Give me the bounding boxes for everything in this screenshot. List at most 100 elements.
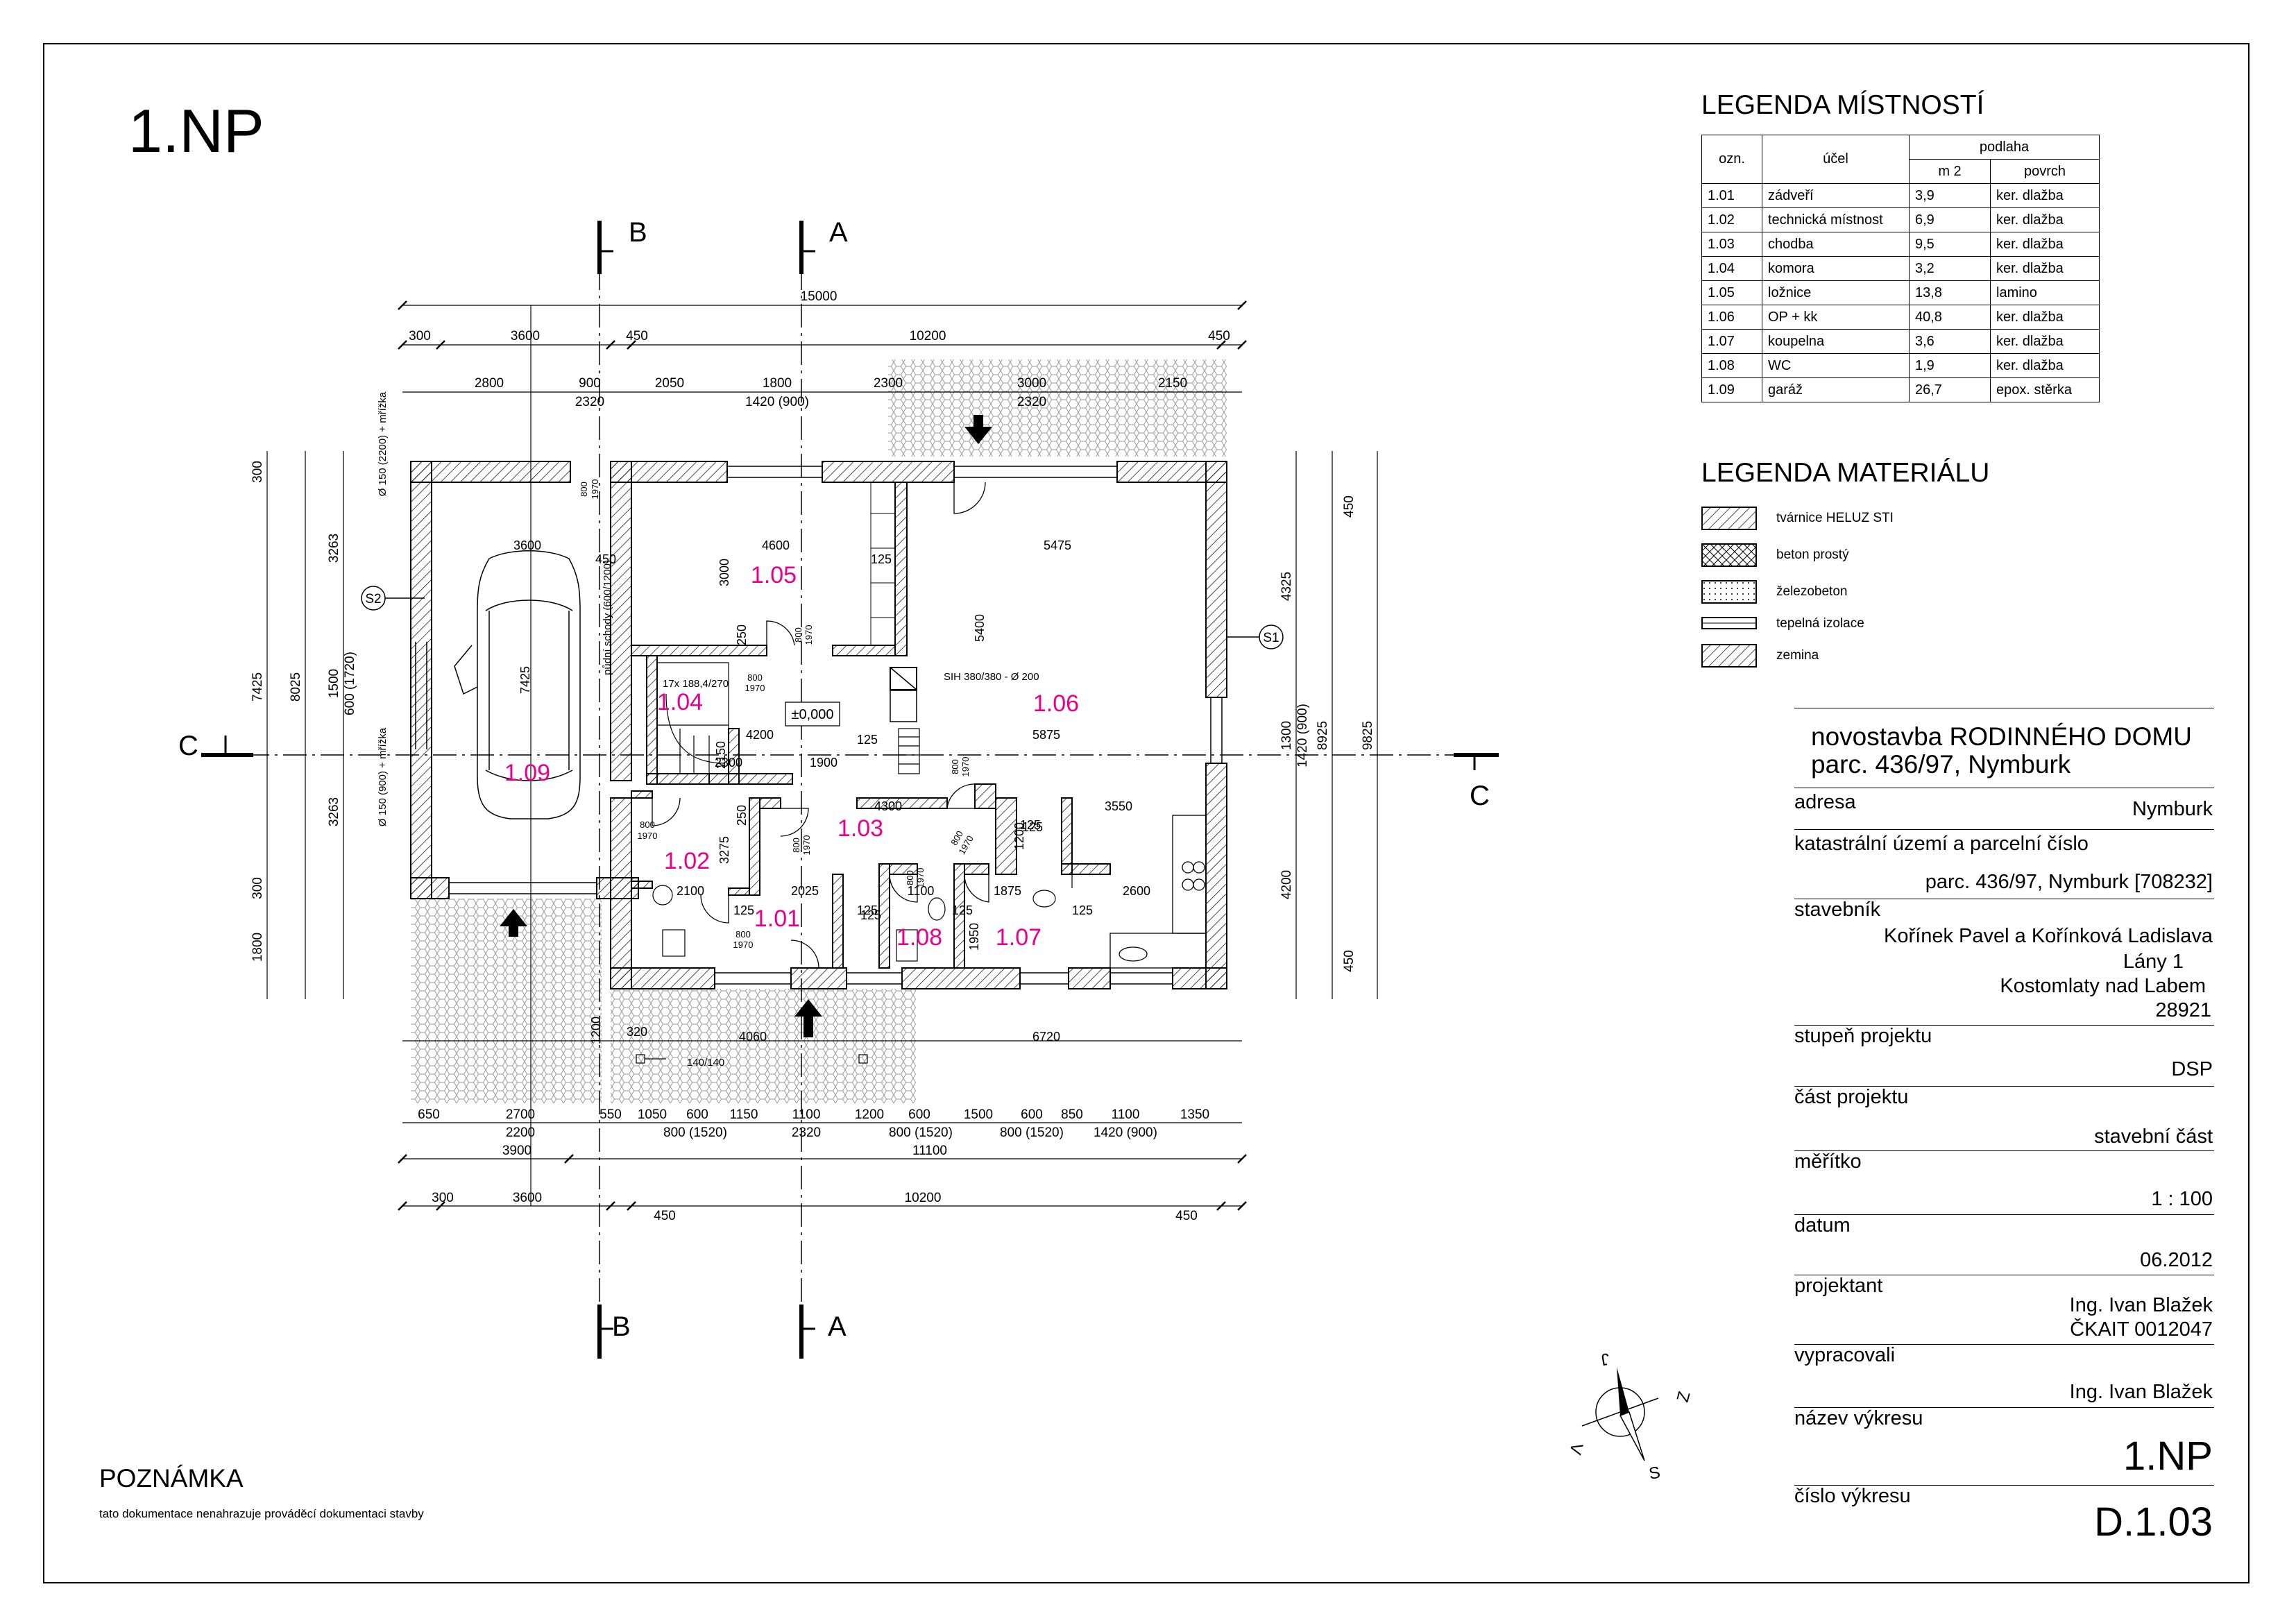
svg-text:SIH 380/380 - Ø 200: SIH 380/380 - Ø 200: [944, 671, 1039, 683]
svg-text:2700: 2700: [506, 1107, 535, 1122]
room-code: 1.05: [751, 562, 797, 588]
svg-text:125: 125: [1022, 820, 1043, 834]
svg-text:125: 125: [952, 903, 973, 917]
svg-text:2300: 2300: [874, 376, 903, 391]
svg-text:5400: 5400: [973, 614, 987, 642]
svg-text:800: 800: [579, 482, 589, 497]
svg-text:450: 450: [654, 1209, 676, 1223]
svg-text:320: 320: [627, 1025, 647, 1039]
svg-text:800 (1520): 800 (1520): [889, 1125, 953, 1140]
svg-text:8025: 8025: [289, 672, 303, 702]
section-label: C: [1470, 781, 1490, 811]
svg-text:3263: 3263: [327, 534, 341, 563]
section-marker-c-left: C: [178, 731, 253, 761]
svg-text:3550: 3550: [1105, 799, 1132, 813]
svg-text:10200: 10200: [910, 329, 946, 343]
svg-text:±0,000: ±0,000: [791, 707, 833, 722]
svg-text:125: 125: [1072, 903, 1093, 917]
address-value: Nymburk: [2132, 798, 2213, 820]
svg-text:1100: 1100: [1112, 1107, 1140, 1122]
section-marker-a-top: A: [799, 217, 848, 274]
section-marker-b-top: B: [597, 217, 647, 274]
svg-text:1875: 1875: [994, 884, 1021, 898]
room-code: 1.08: [896, 924, 942, 951]
room-code: 1.03: [837, 815, 883, 842]
walls: [410, 461, 1227, 989]
cadastre-value: parc. 436/97, Nymburk [708232]: [1925, 871, 2213, 893]
paving-terrace: [888, 359, 1227, 457]
section-label: B: [629, 217, 647, 248]
section-marker-b-bottom: B: [597, 1305, 631, 1359]
prepared-label: vypracovali: [1794, 1344, 1896, 1366]
svg-text:125: 125: [860, 908, 881, 922]
svg-text:4600: 4600: [762, 538, 790, 552]
svg-text:600 (1720): 600 (1720): [343, 652, 357, 715]
chimney-body: [890, 690, 917, 722]
svg-text:7425: 7425: [250, 672, 265, 702]
svg-text:800: 800: [950, 759, 960, 774]
material-legend-title: LEGENDA MATERIÁLU: [1701, 458, 1990, 488]
section-marker-c-right: C: [1454, 753, 1499, 811]
svg-text:600: 600: [1021, 1107, 1043, 1122]
svg-text:1200: 1200: [1012, 822, 1026, 850]
svg-text:800: 800: [905, 870, 915, 885]
drawing-no-label: číslo výkresu: [1794, 1485, 1911, 1507]
svg-text:1100: 1100: [908, 884, 935, 898]
svg-text:17x 188,4/270: 17x 188,4/270: [663, 678, 729, 690]
svg-text:S1: S1: [1263, 631, 1279, 645]
svg-text:6720: 6720: [1032, 1030, 1060, 1044]
svg-text:800: 800: [747, 672, 763, 683]
stage-value: DSP: [2171, 1058, 2213, 1080]
svg-text:2200: 2200: [506, 1125, 535, 1140]
svg-text:300: 300: [432, 1191, 454, 1205]
svg-text:1200: 1200: [855, 1107, 884, 1122]
svg-text:3900: 3900: [502, 1144, 532, 1158]
svg-text:1970: 1970: [801, 835, 812, 856]
kitchen: [1109, 815, 1207, 969]
header-purpose: účel: [1762, 135, 1910, 184]
svg-text:600: 600: [908, 1107, 930, 1122]
svg-text:4060: 4060: [739, 1030, 767, 1044]
svg-text:250: 250: [735, 805, 749, 826]
svg-text:1970: 1970: [803, 625, 814, 645]
svg-text:125: 125: [871, 552, 892, 566]
scale-value: 1 : 100: [2151, 1188, 2213, 1210]
svg-text:4200: 4200: [1279, 870, 1294, 899]
project-title-line1: novostavba RODINNÉHO DOMU: [1811, 722, 2192, 751]
svg-text:125: 125: [1020, 818, 1041, 832]
svg-text:1970: 1970: [745, 683, 765, 693]
prepared-value: Ing. Ivan Blažek: [2069, 1381, 2213, 1403]
interior-dimension-texts: 3600 450 7425 4600 3000 125 5475 5400 25…: [513, 538, 1150, 1044]
svg-text:1970: 1970: [638, 831, 658, 841]
svg-text:800: 800: [791, 838, 801, 853]
svg-text:800: 800: [793, 627, 803, 643]
svg-text:450: 450: [595, 552, 616, 566]
room-code: 1.04: [657, 689, 703, 715]
svg-text:1950: 1950: [967, 923, 981, 951]
dimension-texts: 15000 300 3600 450 10200 450 2800 900 23…: [409, 289, 1230, 1223]
builder-value: Kostomlaty nad Labem: [2000, 975, 2206, 997]
cadastre-label: katastrální území a parcelní číslo: [1794, 833, 2089, 855]
designer-value: ČKAIT 0012047: [2070, 1318, 2213, 1341]
room-code: 1.09: [504, 760, 550, 786]
level-mark: ±0,000: [785, 702, 840, 726]
windows: [415, 466, 1223, 985]
svg-text:5875: 5875: [1032, 728, 1060, 742]
svg-text:S: S: [1647, 1463, 1661, 1484]
door-size-texts: 800 1970 800 1970 800 1970 800 1970 800 …: [579, 479, 976, 950]
header-floor: podlaha: [1909, 135, 2100, 160]
svg-text:2150: 2150: [714, 741, 728, 769]
svg-text:450: 450: [626, 329, 648, 343]
svg-text:4325: 4325: [1279, 572, 1294, 601]
svg-text:250: 250: [735, 624, 749, 645]
svg-text:300: 300: [250, 461, 265, 483]
note-text: tato dokumentace nenahrazuje prováděcí d…: [99, 1507, 424, 1520]
compass: J Z S V: [1565, 1349, 1694, 1484]
svg-text:1050: 1050: [638, 1107, 667, 1122]
sheet-border: [43, 43, 2250, 1583]
